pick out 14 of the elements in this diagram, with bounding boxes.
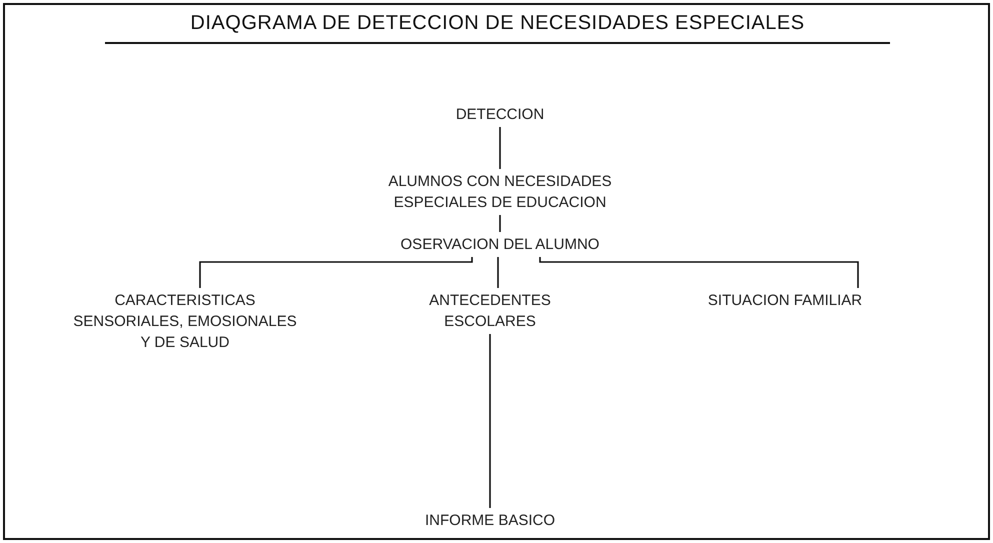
node-label: ANTECEDENTES ESCOLARES <box>400 290 580 332</box>
node-label: INFORME BASICO <box>390 510 590 531</box>
connector-line <box>497 257 499 288</box>
connector-line <box>539 257 859 288</box>
node-label: DETECCION <box>400 104 600 125</box>
node-label: OSERVACION DEL ALUMNO <box>380 234 620 255</box>
connector-line <box>499 127 501 169</box>
connector-line <box>499 215 501 232</box>
node-label: ALUMNOS CON NECESIDADES ESPECIALES DE EDUCACION <box>340 171 660 213</box>
connector-line <box>489 334 491 508</box>
connector-line <box>199 257 473 288</box>
node-label: CARACTERISTICAS SENSORIALES, EMOSIONALES Y DE SALUD <box>70 290 300 353</box>
node-label: SITUACION FAMILIAR <box>700 290 870 311</box>
diagram-title: DIAQGRAMA DE DETECCION DE NECESIDADES ESPECIALES <box>189 12 806 35</box>
